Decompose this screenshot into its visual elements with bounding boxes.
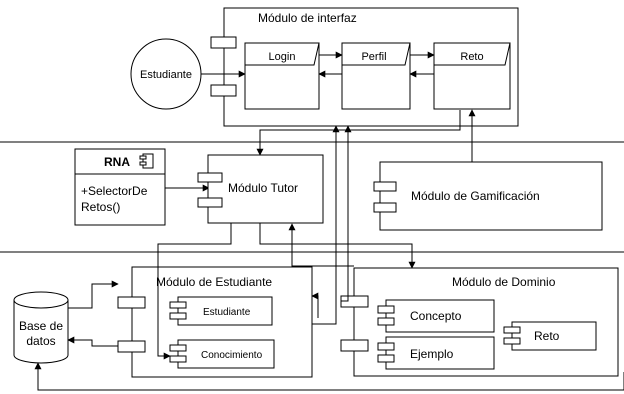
gamification-port-bottom [373, 202, 397, 213]
student-module: Módulo de Estudiante Estudiante Conocimi… [117, 266, 313, 378]
login-label: Login [269, 51, 296, 63]
student-module-title: Módulo de Estudiante [156, 275, 272, 289]
domain-reto-component: Reto [503, 321, 597, 351]
gamification-port-top [373, 181, 397, 192]
domain-to-database-arrow [34, 362, 624, 391]
student-to-interface-arrow [312, 125, 340, 325]
rna-method-line1: +SelectorDe [81, 184, 148, 198]
domain-module-title: Módulo de Dominio [452, 275, 556, 289]
interface-module-title: Módulo de interfaz [258, 11, 357, 25]
conocimiento-component: Conocimiento [169, 339, 275, 369]
gamification-module: Módulo de Gamificación [373, 161, 603, 231]
ejemplo-label: Ejemplo [410, 347, 454, 361]
interface-port-top [210, 36, 237, 49]
interface-port-bottom [210, 84, 237, 97]
tutor-port-bottom [197, 197, 223, 208]
student-port-top [117, 296, 146, 309]
student-port-bottom [117, 340, 146, 353]
domain-to-interface-arrow [341, 125, 352, 302]
concepto-label: Concepto [410, 309, 462, 323]
estudiante-label: Estudiante [203, 307, 251, 318]
rna-title: RNA [104, 155, 130, 169]
reto-label: Reto [460, 51, 483, 63]
concepto-component: Concepto [377, 299, 495, 333]
rna-component: RNA +SelectorDe Retos() [74, 148, 166, 226]
reto-box: Reto [433, 42, 511, 110]
estudiante-component: Estudiante [169, 296, 273, 326]
gamification-module-label: Módulo de Gamificación [411, 189, 540, 203]
database-cylinder: Base de datos [13, 291, 69, 364]
component-icon [139, 153, 154, 169]
ejemplo-component: Ejemplo [377, 336, 495, 370]
perfil-label: Perfil [361, 51, 386, 63]
student-feedback-line [311, 292, 319, 318]
tutor-port-top [197, 172, 223, 183]
domain-module: Módulo de Dominio Concepto Ejemplo Reto [340, 267, 619, 377]
tutor-module: Módulo Tutor [197, 154, 324, 224]
conocimiento-label: Conocimiento [201, 350, 263, 361]
interface-to-tutor-arrow [256, 110, 461, 156]
tutor-to-conocimiento-arrow [157, 223, 232, 360]
student-actor: Estudiante [130, 38, 202, 110]
database-label-line1: Base de [19, 319, 63, 333]
domain-port-bottom [340, 339, 369, 352]
database-to-student-arrow [68, 280, 119, 309]
interface-module: Módulo de interfaz Login Perfil Reto [210, 7, 519, 127]
tutor-module-label: Módulo Tutor [228, 181, 298, 195]
student-actor-label: Estudiante [140, 69, 192, 81]
student-to-database-arrow [67, 336, 118, 347]
database-label-line2: datos [26, 334, 55, 348]
domain-reto-label: Reto [534, 329, 560, 343]
rna-method-line2: Retos() [81, 200, 120, 214]
domain-to-tutor-arrow [288, 223, 354, 267]
